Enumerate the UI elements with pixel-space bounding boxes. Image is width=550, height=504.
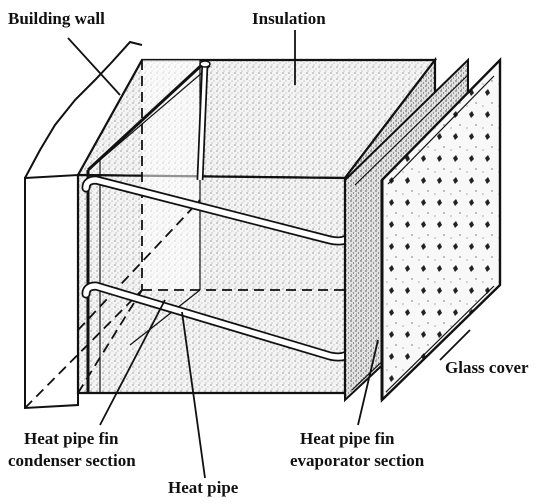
leader-lines [67,30,471,479]
label-condenser-line1: Heat pipe fin [24,429,119,448]
label-evaporator-line1: Heat pipe fin [300,429,395,448]
label-glass-cover: Glass cover [445,358,529,377]
heat-pipe-riser [196,60,211,181]
label-condenser-line2: condenser section [8,451,136,470]
glass-cover [380,57,502,403]
label-building-wall: Building wall [8,9,105,28]
label-heat-pipe: Heat pipe [168,478,239,497]
label-insulation: Insulation [252,9,326,28]
condenser-fins [86,60,211,393]
label-evaporator-line2: evaporator section [290,451,425,470]
